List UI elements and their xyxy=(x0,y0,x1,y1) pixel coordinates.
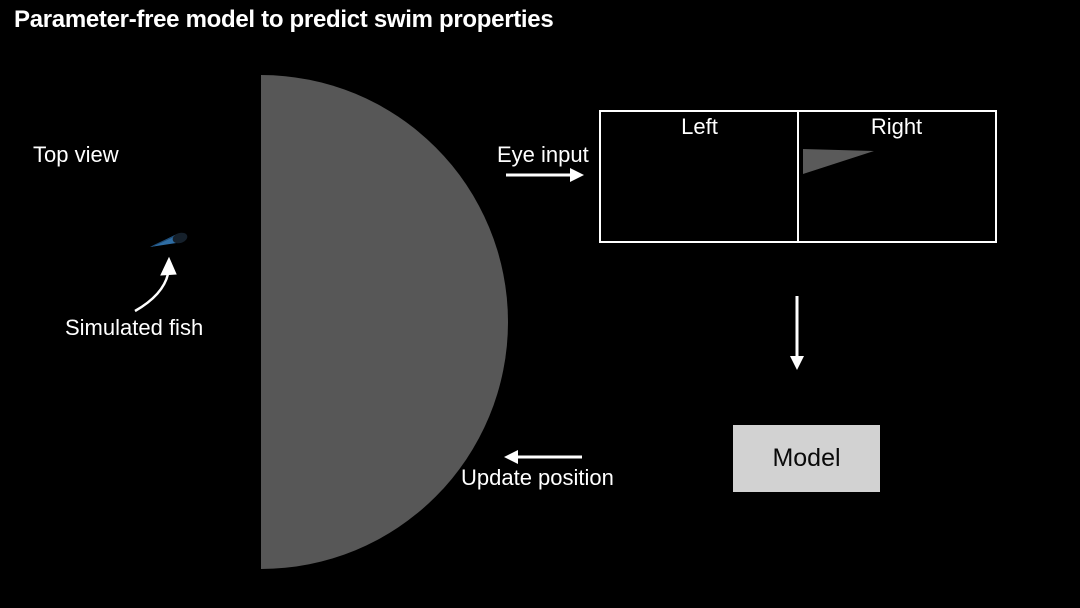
eye-input-label: Eye input xyxy=(497,142,589,167)
visual-stimulus-wedge xyxy=(803,149,874,174)
fish-pointer-arrow-icon xyxy=(134,256,177,313)
eye-panel-right-half: Right xyxy=(798,112,995,241)
eye-panel-divider xyxy=(797,112,799,241)
arena-semicircle xyxy=(261,75,508,569)
update-position-arrow-icon xyxy=(504,450,582,464)
model-label: Model xyxy=(772,444,841,472)
eye-left-label: Left xyxy=(681,114,718,139)
model-box: Model xyxy=(733,425,880,492)
update-position-label: Update position xyxy=(461,465,614,490)
figure-title: Parameter-free model to predict swim pro… xyxy=(14,6,554,33)
eye-panel-left-half: Left xyxy=(601,112,798,241)
simulated-fish-label: Simulated fish xyxy=(65,315,204,340)
eye-input-panel: Left Right xyxy=(599,110,997,243)
simulated-fish-icon xyxy=(150,232,188,247)
model-input-arrow-icon xyxy=(790,296,804,370)
eye-right-label: Right xyxy=(870,114,923,139)
top-view-label: Top view xyxy=(33,142,119,167)
eye-input-arrow-icon xyxy=(506,168,584,182)
